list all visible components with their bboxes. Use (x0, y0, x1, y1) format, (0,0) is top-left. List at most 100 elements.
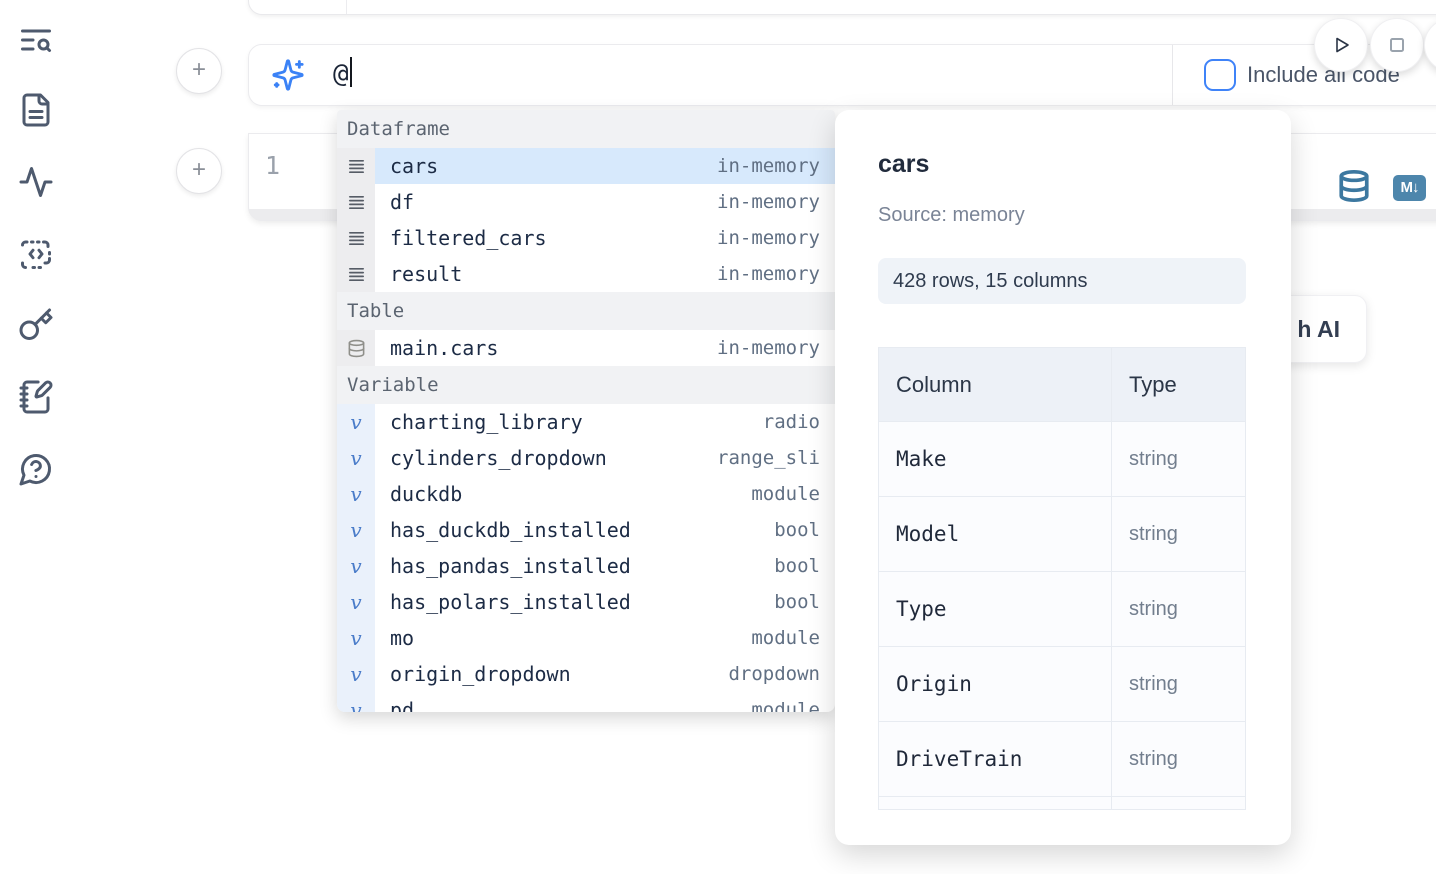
item-type: bool (774, 555, 820, 577)
variable-icon: v (350, 626, 362, 650)
autocomplete-item[interactable]: filtered_cars in-memory (337, 220, 835, 256)
item-name: has_pandas_installed (390, 554, 631, 578)
item-name: origin_dropdown (390, 662, 571, 686)
item-name: cars (390, 154, 439, 178)
include-all-code-checkbox[interactable] (1204, 59, 1236, 91)
item-name: cylinders_dropdown (390, 446, 607, 470)
variable-icon: v (350, 410, 362, 434)
item-type: radio (762, 411, 820, 433)
ai-prompt-input[interactable]: @ (333, 57, 352, 89)
dataframe-icon (337, 148, 375, 184)
dataframe-icon (337, 256, 375, 292)
item-name: charting_library (390, 410, 583, 434)
variable-icon: v (337, 512, 375, 548)
text-search-icon[interactable] (18, 22, 54, 58)
variable-icon: v (337, 404, 375, 440)
autocomplete-section-header: Table (337, 292, 835, 330)
autocomplete-item[interactable]: v has_polars_installed bool (337, 584, 835, 620)
autocomplete-item[interactable]: result in-memory (337, 256, 835, 292)
autocomplete-section-header: Dataframe (337, 110, 835, 148)
dataframe-icon (337, 184, 375, 220)
notebook-pen-icon[interactable] (18, 379, 54, 415)
database-icon[interactable] (1337, 167, 1371, 205)
item-type: in-memory (717, 155, 820, 177)
variable-icon: v (337, 548, 375, 584)
column-name: Model (896, 522, 960, 546)
schema-row: DriveTrain string (879, 722, 1245, 797)
autocomplete-item[interactable]: v mo module (337, 620, 835, 656)
stop-button[interactable] (1370, 18, 1424, 72)
preview-title: cars (878, 150, 930, 178)
column-name: DriveTrain (896, 747, 1023, 771)
column-type: string (1129, 447, 1178, 470)
schema-row: Make string (879, 422, 1245, 497)
ai-prompt-card: @ Include all code (248, 44, 1436, 106)
markdown-export-icon[interactable]: M↓ (1393, 175, 1426, 201)
run-button[interactable] (1314, 18, 1368, 72)
preview-source: Source: memory (878, 204, 1025, 226)
add-cell-button[interactable]: + (176, 148, 222, 194)
variable-icon: v (350, 590, 362, 614)
file-text-icon[interactable] (18, 92, 54, 128)
item-name: mo (390, 626, 415, 650)
item-name: filtered_cars (390, 226, 547, 250)
autocomplete-item[interactable]: v pd module (337, 692, 835, 712)
variable-icon: v (350, 698, 362, 712)
key-icon[interactable] (18, 307, 54, 343)
gutter-divider (346, 0, 347, 14)
shape-badge: 428 rows, 15 columns (878, 258, 1246, 304)
item-type: module (751, 483, 820, 505)
item-name: result (390, 262, 463, 286)
variable-icon: v (337, 440, 375, 476)
autocomplete-item[interactable]: v has_duckdb_installed bool (337, 512, 835, 548)
dataframe-preview-popup: cars Source: memory 428 rows, 15 columns… (835, 110, 1291, 845)
add-cell-button[interactable]: + (176, 48, 222, 94)
variable-icon: v (350, 446, 362, 470)
item-type: in-memory (717, 227, 820, 249)
text-cursor (349, 57, 352, 87)
help-chat-icon[interactable] (18, 451, 54, 487)
item-name: df (390, 190, 415, 214)
item-type: module (751, 627, 820, 649)
autocomplete-item[interactable]: v charting_library radio (337, 404, 835, 440)
item-type: bool (774, 519, 820, 541)
item-type: module (751, 699, 820, 712)
divider (1172, 45, 1173, 105)
item-name: main.cars (390, 336, 499, 360)
column-name: Type (896, 597, 947, 621)
code-snippet-icon[interactable] (18, 236, 54, 272)
column-name: Origin (896, 672, 972, 696)
line-number: 1 (265, 151, 281, 180)
autocomplete-item[interactable]: cars in-memory (337, 148, 835, 184)
variable-icon: v (337, 656, 375, 692)
schema-row: Type string (879, 572, 1245, 647)
autocomplete-item[interactable]: v has_pandas_installed bool (337, 548, 835, 584)
item-name: pd (390, 698, 415, 712)
item-type: in-memory (717, 191, 820, 213)
column-type: string (1129, 597, 1178, 620)
type-header: Type (1129, 371, 1177, 397)
item-name: duckdb (390, 482, 463, 506)
activity-icon[interactable] (18, 164, 54, 200)
item-type: in-memory (717, 263, 820, 285)
schema-row (879, 797, 1245, 809)
item-type: bool (774, 591, 820, 613)
item-name: has_duckdb_installed (390, 518, 631, 542)
sparkles-icon (271, 58, 305, 92)
database-icon (337, 330, 375, 366)
column-header: Column (879, 348, 1112, 421)
column-type: string (1129, 747, 1178, 770)
column-name: Make (896, 447, 947, 471)
item-name: has_polars_installed (390, 590, 631, 614)
column-type: string (1129, 522, 1178, 545)
autocomplete-item[interactable]: df in-memory (337, 184, 835, 220)
